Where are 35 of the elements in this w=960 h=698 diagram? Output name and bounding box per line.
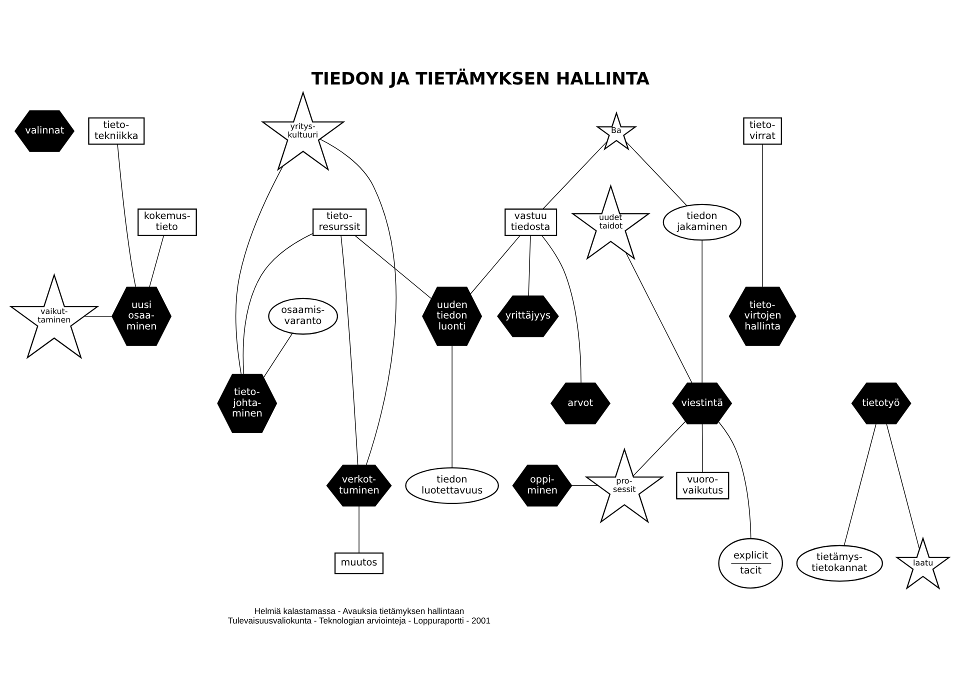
connector (541, 235, 582, 384)
node-box: vastuu tiedosta (504, 208, 558, 236)
node-box: tieto- tekniikka (88, 117, 145, 145)
node-box: muutos (334, 552, 384, 574)
diagram-title: TIEDON JA TIETÄMYKSEN HALLINTA (311, 70, 650, 90)
connector (470, 235, 520, 294)
caption: Helmiä kalastamassa - Avauksia tietämyksen hallintaan Tulevaisuusvaliokunta - Teknologian arviointeja - Loppuraportti - 2001 (228, 606, 490, 626)
connector (358, 506, 360, 554)
connector (354, 235, 432, 299)
node-ellipse: explicit tacit (718, 538, 783, 589)
node-ellipse: tiedon luotettavuus (405, 467, 499, 504)
node-ellipse: tietämys- tietokannat (796, 544, 883, 582)
connector (84, 316, 112, 317)
connector (572, 485, 598, 486)
node-box: kokemus- tieto (138, 208, 197, 236)
connector (528, 235, 531, 296)
connector (242, 233, 314, 374)
connector (263, 332, 293, 378)
connector (886, 424, 920, 550)
node-box: vuoro- vaikutus (676, 472, 730, 500)
connector (625, 141, 688, 206)
connector (340, 235, 358, 466)
node-box: tieto- virrat (743, 117, 782, 145)
node-ellipse: tiedon jakaminen (662, 204, 742, 241)
connector (117, 144, 136, 288)
node-ellipse: osaamis- varanto (268, 298, 338, 335)
connector (236, 166, 284, 374)
connector (762, 144, 763, 288)
connector (149, 235, 164, 288)
connector (542, 141, 608, 210)
connector (844, 424, 876, 546)
connector (625, 252, 692, 384)
connector (702, 424, 703, 473)
node-box: tieto- resurssit (312, 208, 367, 236)
connector (718, 422, 752, 539)
